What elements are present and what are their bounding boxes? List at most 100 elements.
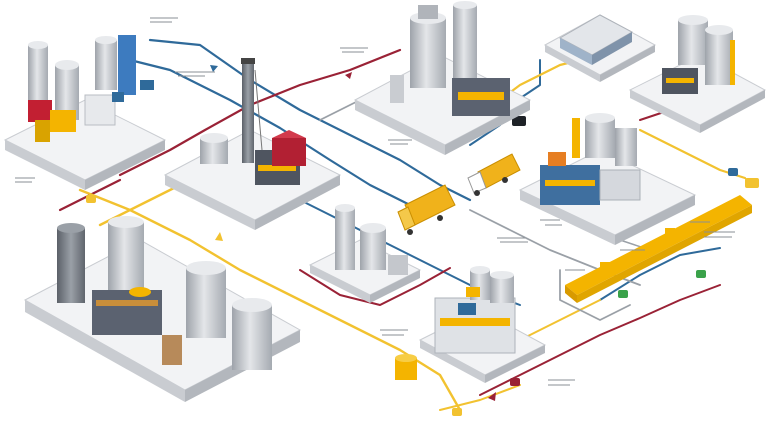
storage-silo-icon-part bbox=[453, 1, 477, 9]
tank-farm-icon-part bbox=[678, 20, 708, 65]
arrow-icon bbox=[488, 392, 496, 401]
refinery-icon-part bbox=[50, 110, 76, 132]
processing-plant-icon-part bbox=[585, 118, 615, 158]
refinery-icon-part bbox=[95, 40, 117, 90]
processing-plant-icon-part bbox=[310, 265, 370, 303]
valve-icon bbox=[510, 378, 520, 386]
truck-icon-part bbox=[437, 215, 443, 221]
tank-farm-icon-part bbox=[730, 40, 735, 85]
control-building-icon-part bbox=[485, 345, 545, 383]
processing-plant-icon-part bbox=[360, 223, 386, 233]
refinery-icon-part bbox=[96, 300, 158, 306]
refinery-icon-part bbox=[162, 335, 182, 365]
valve-icon bbox=[512, 116, 526, 126]
processing-plant-icon-part bbox=[360, 228, 386, 270]
processing-plant-icon-part bbox=[388, 255, 408, 275]
conveyor-belt-part bbox=[577, 205, 752, 303]
valve-icon bbox=[745, 178, 759, 188]
processing-plant-icon bbox=[518, 113, 697, 245]
warehouse-icon bbox=[543, 14, 657, 82]
yellow-pipe bbox=[78, 188, 462, 412]
conveyor-belt-part bbox=[565, 285, 577, 303]
flow-markers bbox=[86, 65, 759, 416]
refinery-icon-part bbox=[186, 261, 226, 275]
refinery-icon-part bbox=[112, 92, 124, 102]
processing-plant-icon-part bbox=[548, 152, 566, 166]
processing-plant-icon-part bbox=[572, 118, 580, 158]
refinery-icon-part bbox=[85, 140, 165, 190]
refinery-icon-part bbox=[129, 287, 151, 297]
refinery-icon-part bbox=[232, 305, 272, 370]
refinery-icon-part bbox=[92, 290, 162, 335]
control-building-icon-part bbox=[466, 287, 480, 297]
storage-silo-icon-part bbox=[410, 18, 446, 88]
conveyor-belt-part bbox=[565, 195, 752, 295]
tank-farm-icon-part bbox=[700, 90, 765, 133]
red-pipe bbox=[479, 284, 721, 396]
tank-farm-icon-part bbox=[678, 15, 708, 25]
refinery-icon-part bbox=[84, 94, 116, 126]
tank-farm-icon-part bbox=[705, 25, 733, 35]
truck-icon-part bbox=[397, 206, 416, 231]
smokestack-factory-icon-part bbox=[242, 58, 254, 163]
blue-pipe bbox=[148, 38, 472, 202]
arrow-icon bbox=[215, 232, 223, 241]
smokestack-factory-icon-part bbox=[254, 69, 263, 151]
refinery-icon-part bbox=[55, 60, 79, 70]
storage-tank-icon-part bbox=[395, 358, 417, 380]
refinery-icon-part bbox=[28, 45, 48, 115]
truck-icon-part bbox=[474, 190, 480, 196]
refinery-icon-part bbox=[5, 140, 85, 190]
conveyor-belt-part bbox=[665, 228, 675, 242]
warehouse-icon-part bbox=[592, 32, 632, 65]
refinery-icon-part bbox=[28, 100, 52, 122]
processing-plant-icon-part bbox=[335, 208, 355, 270]
control-building-icon-part bbox=[470, 266, 490, 274]
truck-icon-part bbox=[407, 229, 413, 235]
refinery-icon-part bbox=[108, 216, 144, 228]
conveyor-belt bbox=[565, 195, 752, 303]
storage-tank-icon bbox=[395, 354, 417, 380]
arrow-icon bbox=[345, 72, 352, 79]
processing-plant-icon-part bbox=[335, 204, 355, 212]
control-building-icon-part bbox=[458, 303, 476, 315]
refinery-icon bbox=[3, 35, 167, 190]
storage-silo-icon-part bbox=[390, 75, 404, 103]
truck-icon-part bbox=[502, 177, 508, 183]
warehouse-icon-part bbox=[545, 45, 600, 82]
tank-farm-icon-part bbox=[666, 78, 694, 83]
refinery-icon-part bbox=[25, 300, 185, 402]
truck-icon bbox=[467, 153, 521, 196]
refinery-icon-part bbox=[232, 298, 272, 312]
tank-farm-icon-part bbox=[630, 90, 700, 133]
processing-plant-icon bbox=[308, 204, 422, 303]
processing-plant-icon-part bbox=[370, 270, 420, 303]
refinery-icon-part bbox=[95, 36, 117, 44]
caption-marks-part bbox=[15, 17, 735, 386]
smokestack-factory-icon-part bbox=[272, 138, 306, 166]
valve-icon bbox=[452, 408, 462, 416]
yellow-pipe bbox=[519, 299, 601, 341]
tank-farm-icon-part bbox=[705, 30, 733, 85]
red-pipe bbox=[299, 267, 451, 306]
yellow-pipe bbox=[439, 384, 521, 411]
grey-pipe bbox=[559, 269, 631, 321]
refinery-icon-part bbox=[118, 35, 136, 95]
blue-pipe bbox=[128, 58, 412, 207]
storage-silo-icon-part bbox=[355, 100, 445, 155]
refinery-icon bbox=[23, 216, 302, 402]
refinery-icon-part bbox=[57, 223, 85, 233]
storage-silo-icon-part bbox=[453, 5, 477, 80]
valve-icon bbox=[86, 195, 96, 203]
tank-farm-icon bbox=[628, 15, 767, 133]
valve-icon bbox=[728, 168, 738, 176]
smokestack-factory-icon-part bbox=[272, 130, 306, 138]
truck-icon-part bbox=[467, 171, 487, 194]
smokestack-factory-icon-part bbox=[258, 165, 296, 171]
truck-icon bbox=[397, 184, 456, 235]
control-building-icon bbox=[418, 266, 547, 383]
arrow-icon bbox=[210, 65, 218, 72]
